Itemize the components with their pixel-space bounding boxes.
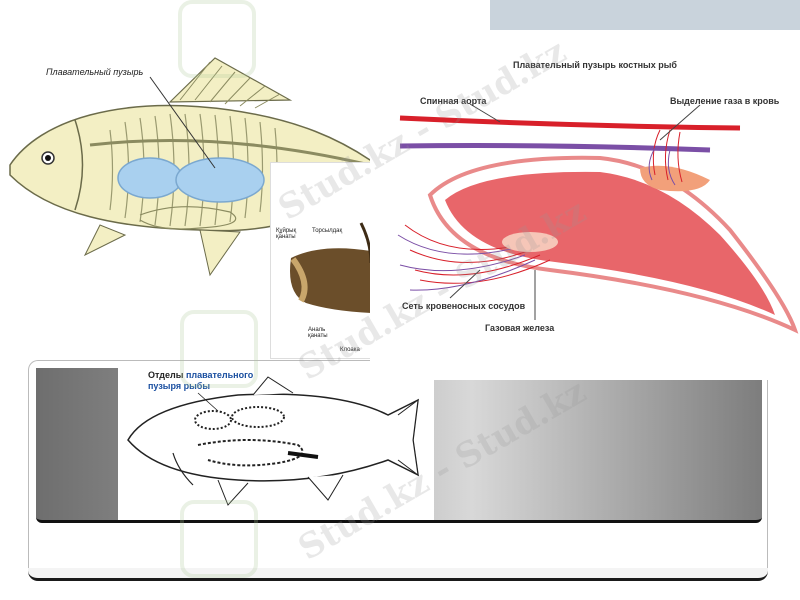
sketch-title-part1: Отделы xyxy=(148,370,184,380)
swim-bladder-sections-sketch xyxy=(127,376,419,506)
inset-fish-image xyxy=(270,162,372,359)
sketch-title-part3: пузыря рыбы xyxy=(148,381,211,391)
gas-gland-label: Газовая железа xyxy=(485,323,555,333)
tail-fin-label: Құйрық қанаты xyxy=(276,228,297,240)
slide-bottom-bar xyxy=(28,568,768,581)
swim-bladder-label: Плавательный пузырь xyxy=(46,67,144,77)
cloaca-label: Клоака xyxy=(340,347,360,353)
aorta-label: Спинная аорта xyxy=(420,96,487,106)
sketch-title: Отделы плавательного пузыря рыбы xyxy=(148,370,268,392)
anal-fin-label: Аналь қанаты xyxy=(308,327,328,339)
top-gray-panel xyxy=(490,0,800,30)
inset-fish-tail-svg xyxy=(290,222,371,313)
swim-bladder-diagram xyxy=(397,103,799,334)
gas-release-label: Выделение газа в кровь xyxy=(670,96,780,106)
vessel-net-label: Сеть кровеносных сосудов xyxy=(402,301,526,311)
watermark-logo-icon xyxy=(178,0,256,78)
diagram-title: Плавательный пузырь костных рыб xyxy=(513,60,677,70)
sketch-title-part2: плавательного xyxy=(185,370,254,380)
watermark-logo-icon xyxy=(180,500,258,578)
watermark-logo-icon xyxy=(180,310,258,388)
torso-label: Торсылдақ xyxy=(312,228,343,234)
